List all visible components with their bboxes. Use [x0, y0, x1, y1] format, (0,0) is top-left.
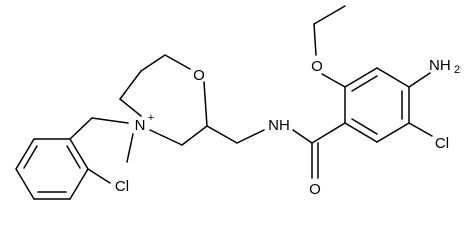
atom-n-charge: +	[148, 112, 154, 124]
bond-carbonyl-aryl	[311, 122, 346, 144]
bond-lines	[15, 5, 433, 200]
bond-ring-c2-c3	[140, 54, 166, 72]
atom-nh2-amine: NH	[429, 57, 451, 74]
atom-cl-benzyl: Cl	[115, 178, 129, 195]
bond-ring-c5-n	[149, 129, 183, 146]
bond-nh-carbonyl	[292, 129, 313, 144]
bond-a5-cl	[408, 122, 433, 137]
bond-b5-b6	[69, 168, 89, 200]
bond-a2-a3-inner	[351, 75, 378, 92]
atom-o-ether: O	[311, 58, 323, 75]
bond-a2-o	[321, 73, 346, 88]
atom-o-ring: O	[193, 67, 205, 84]
bond-a6-a1-inner	[351, 118, 378, 135]
atom-o-carbonyl: O	[309, 181, 321, 198]
bond-b3-b4	[15, 168, 35, 200]
chemical-structure: O N + Cl NH O O NH 2 Cl	[15, 5, 460, 200]
bond-a3-a4	[376, 67, 410, 88]
bond-b6-b1-inner	[66, 145, 81, 169]
structure-canvas: O N + Cl NH O O NH 2 Cl	[15, 5, 460, 200]
bond-a5-a6	[376, 122, 410, 143]
bond-a2-a3	[344, 67, 378, 88]
bond-b6-b1	[69, 138, 89, 170]
bond-a4-nh2	[408, 72, 431, 88]
bond-n-benzyl-ch2	[91, 117, 129, 124]
bond-n-methyl	[126, 133, 134, 163]
bond-ch2-ch3	[313, 5, 346, 25]
bond-ring-n-c1	[119, 98, 142, 117]
atom-labels: O N + Cl NH O O NH 2 Cl	[115, 57, 460, 198]
bond-c4-ch2	[206, 125, 238, 144]
bond-b6-cl	[87, 168, 111, 184]
bond-ring-c4-c5	[181, 125, 208, 146]
bond-b2-b3	[15, 138, 35, 170]
bond-ch2-aryl	[69, 117, 93, 140]
bond-a6-a1	[344, 122, 378, 143]
bond-b2-b3-inner	[23, 145, 38, 169]
bond-ch2-nh	[236, 129, 265, 144]
bond-o-ch2	[313, 23, 317, 56]
atom-nh-amide: NH	[268, 117, 290, 134]
atom-nh2-subscript: 2	[454, 64, 460, 76]
atom-n-quaternary: N	[135, 117, 146, 134]
bond-ring-o-c4	[203, 81, 208, 127]
bond-ring-c1-c2	[119, 70, 142, 100]
bond-ring-c3-o	[164, 54, 191, 70]
atom-cl-aryl: Cl	[435, 135, 449, 152]
